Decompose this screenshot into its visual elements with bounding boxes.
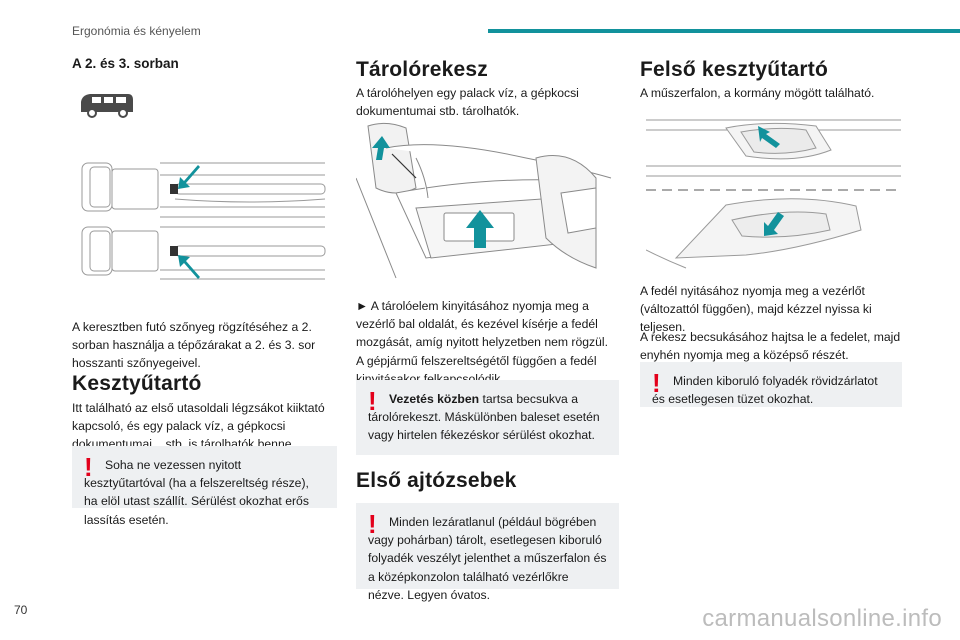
door-heading: Első ajtózsebek — [356, 469, 517, 492]
glovebox-warning-text: Soha ne vezessen nyitott kesztyűtartóval… — [84, 458, 309, 527]
header-accent-bar — [488, 29, 960, 33]
warning-exclamation-icon: ! — [368, 386, 377, 416]
storage-intro: A tárolóhelyen egy palack víz, a gépkocs… — [356, 86, 579, 119]
storage-warning-text: Vezetés közben tartsa becsukva a tárolór… — [368, 390, 607, 445]
upper-warning-text: Minden kiboruló folyadék rövidzárlatot é… — [652, 374, 878, 407]
upper-glovebox-illustration — [646, 110, 902, 275]
rows-text: A keresztben futó szőnyeg rögzítéséhez a… — [72, 320, 316, 371]
watermark-text: carmanualsonline.info — [702, 605, 942, 632]
van-silhouette-icon — [81, 94, 133, 118]
storage-warning-box: ! Vezetés közben tartsa becsukva a tárol… — [356, 380, 619, 455]
upper-text-2: A rekesz becsukásához hajtsa le a fedele… — [640, 330, 901, 363]
section-title: Ergonómia és kényelem — [72, 24, 201, 38]
storage-warning-rest: tartsa becsukva a tárolórekeszt. Máskülö… — [368, 392, 600, 443]
warning-exclamation-icon: ! — [84, 452, 93, 482]
glovebox-warning-box: ! Soha ne vezessen nyitott kesztyűtartóv… — [72, 446, 337, 527]
upper-warning-box: ! Minden kiboruló folyadék rövidzárlatot… — [640, 362, 902, 407]
seat-mat-illustration — [80, 155, 330, 281]
upper-heading: Felső kesztyűtartó — [640, 58, 828, 81]
rows-heading: A 2. és 3. sorban — [72, 56, 179, 71]
glovebox-heading: Kesztyűtartó — [72, 372, 202, 395]
warning-exclamation-icon: ! — [368, 509, 377, 539]
storage-text: ► A tárolóelem kinyitásához nyomja meg a… — [356, 299, 609, 386]
door-warning-text: Minden lezáratlanul (például bögrében va… — [368, 515, 607, 602]
upper-text-1: A fedél nyitásához nyomja meg a vezérlőt… — [640, 284, 872, 335]
column-1: A 2. és 3. sorban — [72, 56, 334, 71]
storage-compartment-illustration — [356, 118, 618, 283]
warning-exclamation-icon: ! — [652, 368, 661, 398]
page-number: 70 — [14, 603, 28, 617]
upper-intro: A műszerfalon, a kormány mögött találhat… — [640, 86, 875, 100]
storage-heading: Tárolórekesz — [356, 58, 488, 81]
storage-warning-bold: Vezetés közben — [389, 392, 480, 406]
door-warning-box: ! Minden lezáratlanul (például bögrében … — [356, 503, 619, 602]
